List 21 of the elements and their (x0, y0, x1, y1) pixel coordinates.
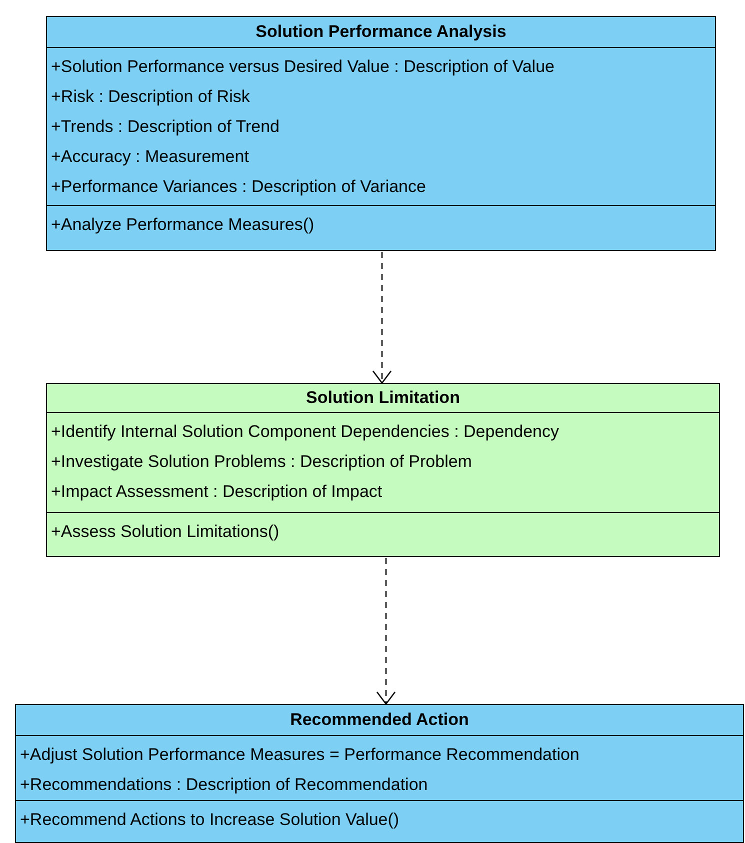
attribute-text: +Investigate Solution Problems : Description of Problem (51, 452, 472, 471)
operation-text: +Assess Solution Limitations() (51, 522, 280, 542)
attribute-text: +Performance Variances : Description of Variance (51, 176, 426, 196)
attribute-text: +Solution Performance versus Desired Value : Description of Value (51, 56, 554, 76)
attribute-text: +Risk : Description of Risk (51, 86, 250, 106)
dependency-arrow (376, 558, 396, 705)
class-box (46, 16, 716, 251)
class-name: Solution Performance Analysis (256, 21, 506, 44)
dependency-arrow (372, 252, 392, 384)
operation-text: +Recommend Actions to Increase Solution Value() (20, 810, 400, 829)
attribute-text: +Impact Assessment : Description of Impact (51, 482, 382, 501)
attribute-text: +Identify Internal Solution Component Dependencies : Dependency (51, 422, 559, 441)
class-name: Recommended Action (290, 709, 469, 732)
class-name: Solution Limitation (306, 387, 460, 410)
class-box (15, 704, 744, 843)
attribute-text: +Accuracy : Measurement (51, 146, 249, 166)
attribute-text: +Recommendations : Description of Recommendation (20, 774, 428, 794)
attribute-text: +Trends : Description of Trend (51, 116, 280, 136)
operation-text: +Analyze Performance Measures() (51, 215, 314, 234)
attribute-text: +Adjust Solution Performance Measures = Performance Recommendation (20, 744, 580, 764)
class-box (46, 383, 720, 557)
